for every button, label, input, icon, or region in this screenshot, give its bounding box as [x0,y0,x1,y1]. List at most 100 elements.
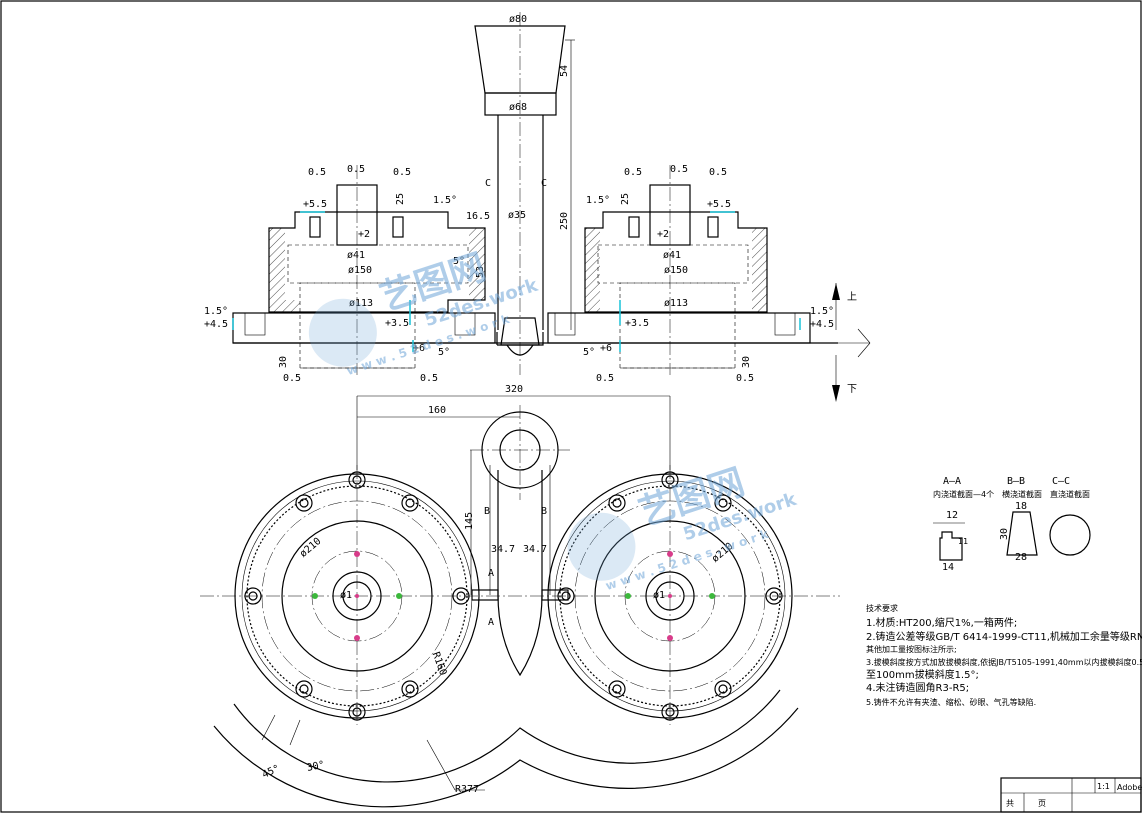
requirement-4: 4.未注铸造圆角R3-R5; [866,681,969,694]
bb-height: 30 [999,528,1010,540]
dim-phi150-left: ø150 [348,265,372,276]
dim-phi35: ø35 [508,210,526,221]
title-name: Adobe [1117,783,1142,792]
dim-15deg-top-left: 1.5° [433,195,457,206]
dim-347-right: 34.7 [523,544,547,555]
section-b-right: B [541,506,547,517]
requirement-1: 1.材质:HT200,缩尺1%,一箱两件; [866,616,1017,629]
dim-phi41-left: ø41 [347,250,365,261]
left-pattern-section [232,165,496,375]
dim-phi1-right: ø1 [653,590,665,601]
dim-165: 16.5 [466,211,490,222]
dim-30deg: 30° [306,759,326,774]
dim-05-bottom-far: 0.5 [736,373,754,384]
dim-05-e: 0.5 [670,164,688,175]
dim-phi150-right: ø150 [664,265,688,276]
dim-6-right: +6 [600,343,612,354]
bb-width: 18 [1015,501,1027,512]
dim-55-left: +5.5 [303,199,327,210]
dim-05-b: 0.5 [347,164,365,175]
requirement-3: 3.拔模斜度按方式加放拔模斜度,依据JB/T5105-1991,40mm以内拔模… [866,657,1142,667]
aa-caption: 内浇道截面—4个 [933,489,994,499]
dim-05-d: 0.5 [624,167,642,178]
dim-05-a: 0.5 [308,167,326,178]
cc-title: C—C [1052,476,1070,487]
dim-54: 54 [559,65,570,77]
section-c-right: C [541,178,547,189]
dim-15deg-top-right: 1.5° [586,195,610,206]
up-label: 上 [847,291,857,303]
right-pattern-section [547,165,811,375]
dim-r160: R160 [430,651,449,677]
dim-160: 160 [428,405,446,416]
plan-view: 320 160 145 B B 34.7 34.7 A A [200,384,840,808]
section-c-left: C [485,178,491,189]
requirement-2: 2.铸造公差等级GB/T 6414-1999-CT11,机械加工余量等级RMA(… [866,630,1142,643]
dim-05-f: 0.5 [709,167,727,178]
dim-30-right: 30 [741,356,752,368]
dim-05-bottom-right: 0.5 [596,373,614,384]
requirement-2b: 其他加工量按图标注所示; [866,644,957,654]
dim-phi113-left: ø113 [349,298,373,309]
title-sheet: 共 [1006,799,1014,808]
dim-phi41-right: ø41 [663,250,681,261]
aa-title: A—A [943,476,961,487]
dim-53: 53 [475,266,486,278]
dim-r377: R377 [455,784,479,795]
section-b-left: B [484,506,490,517]
dim-15deg-right: 1.5° [810,306,834,317]
aa-base: 14 [942,562,954,573]
dim-320: 320 [505,384,523,395]
dim-25-right: 25 [620,193,631,205]
title-page: 页 [1038,799,1046,808]
dim-05-bottom-left: 0.5 [283,373,301,384]
right-casting-plan: ø210 ø1 [547,465,793,725]
title-block: 1:1 Adobe 共 页 [1000,777,1142,813]
requirement-3b: 至100mm拔模斜度1.5°; [866,668,979,681]
dim-phi210-left: ø210 [298,536,324,560]
dim-45deg: 45° [261,763,282,781]
dim-5deg-bottom-left: 5° [438,347,450,358]
dim-25-left: 25 [395,193,406,205]
elevation-section-view: 上 下 [204,12,871,402]
requirement-5: 5.铸件不允许有夹渣、缩松、砂眼、气孔等缺陷. [866,697,1036,707]
dim-5deg-left: 5° [453,256,465,267]
down-label: 下 [847,384,857,395]
dim-phi1-left: ø1 [340,590,352,601]
cc-caption: 直浇道截面 [1050,489,1090,499]
dim-145: 145 [464,512,475,530]
title-scale: 1:1 [1097,782,1110,791]
dim-15deg-left: 1.5° [204,306,228,317]
dim-35-right: +3.5 [625,318,649,329]
dim-05-bottom-mid: 0.5 [420,373,438,384]
watermark-top: 艺图网 52des.work w w w . 5 2 d e s . w o r… [308,247,541,378]
bb-caption: 横浇道截面 [1002,489,1042,499]
dim-45-right: +4.5 [810,319,834,330]
dim-30-left: 30 [278,356,289,368]
dim-6-left: +6 [413,343,425,354]
dim-250: 250 [559,212,570,230]
section-a-top: A [488,568,494,579]
dim-05-c: 0.5 [393,167,411,178]
left-casting-plan: ø210 ø1 R160 [234,465,480,725]
dim-347-left: 34.7 [491,544,515,555]
dim-55-right: +5.5 [707,199,731,210]
section-a-bottom: A [488,617,494,628]
dim-phi80: ø80 [509,14,527,25]
gating-sections: A—A 内浇道截面—4个 B—B 横浇道截面 C—C 直浇道截面 12 11 1… [933,476,1091,573]
aa-height: 11 [958,537,968,546]
technical-requirements: 技术要求 1.材质:HT200,缩尺1%,一箱两件; 2.铸造公差等级GB/T … [866,603,1142,707]
dim-phi68: ø68 [509,102,527,113]
sprue-neck [484,92,557,116]
dim-5deg-bottom-right: 5° [583,347,595,358]
dim-45-left: +4.5 [204,319,228,330]
dim-phi113-right: ø113 [664,298,688,309]
aa-width: 12 [946,510,958,521]
bb-base: 28 [1015,552,1027,563]
requirements-heading: 技术要求 [866,603,898,613]
dim-p2-right: +2 [657,229,669,240]
dim-p2-left: +2 [358,229,370,240]
bb-title: B—B [1007,476,1025,487]
